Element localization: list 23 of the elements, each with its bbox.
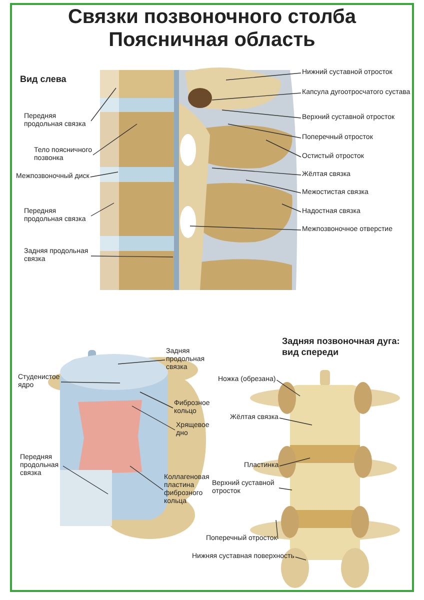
leader-line [212,168,302,176]
leader-line [282,204,302,212]
leader-line [212,92,302,100]
leader-line [92,124,138,156]
leader-line [266,140,302,158]
view-heading: Вид слева [20,74,68,85]
leader-line [295,556,306,560]
leader-line [278,488,292,490]
leader-line [279,458,310,466]
title: Связки позвоночного столба Поясничная область [66,6,358,52]
leader-line [246,180,302,194]
leader-line [276,520,278,540]
view-heading: Задняя позвоночная дуга: вид спереди [282,336,401,358]
leader-line [190,226,302,230]
leader-line [90,88,116,122]
leader-line [90,256,174,258]
leader-line [228,124,302,138]
leader-line [140,392,174,408]
leader-line [90,172,118,178]
leader-line [222,110,302,118]
leader-line [226,72,302,80]
leader-line [130,466,164,490]
leader-line [62,466,108,494]
